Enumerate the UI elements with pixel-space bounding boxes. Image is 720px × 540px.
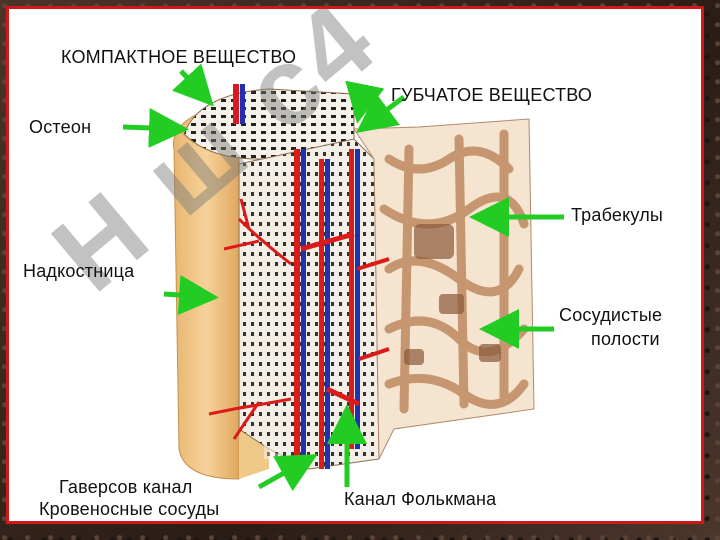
bone-structure-diagram: [122, 63, 564, 492]
spongy-bone-block: [353, 118, 535, 460]
slide-frame: Н ш с4 КОМПАКТНОЕ ВЕЩЕСТВО ГУБЧАТОЕ ВЕЩЕ…: [6, 6, 704, 524]
blood-vessels: [208, 84, 390, 469]
label-volkmann-canal: Канал Фолькмана: [344, 489, 497, 509]
label-compact-substance: КОМПАКТНОЕ ВЕЩЕСТВО: [61, 47, 297, 67]
pointer-arrows: [122, 63, 564, 492]
label-haversian-canal: Гаверсов канал: [59, 477, 193, 497]
label-spongy-substance: ГУБЧАТОЕ ВЕЩЕСТВО: [391, 85, 593, 105]
label-periosteum: Надкостница: [23, 261, 135, 281]
label-vascular-cavities-line2: полости: [591, 329, 660, 349]
label-osteon: Остеон: [29, 117, 92, 137]
label-vascular-cavities-line1: Сосудистые: [559, 305, 663, 325]
label-trabeculae: Трабекулы: [571, 205, 664, 225]
label-blood-vessels: Кровеносные сосуды: [39, 499, 220, 519]
